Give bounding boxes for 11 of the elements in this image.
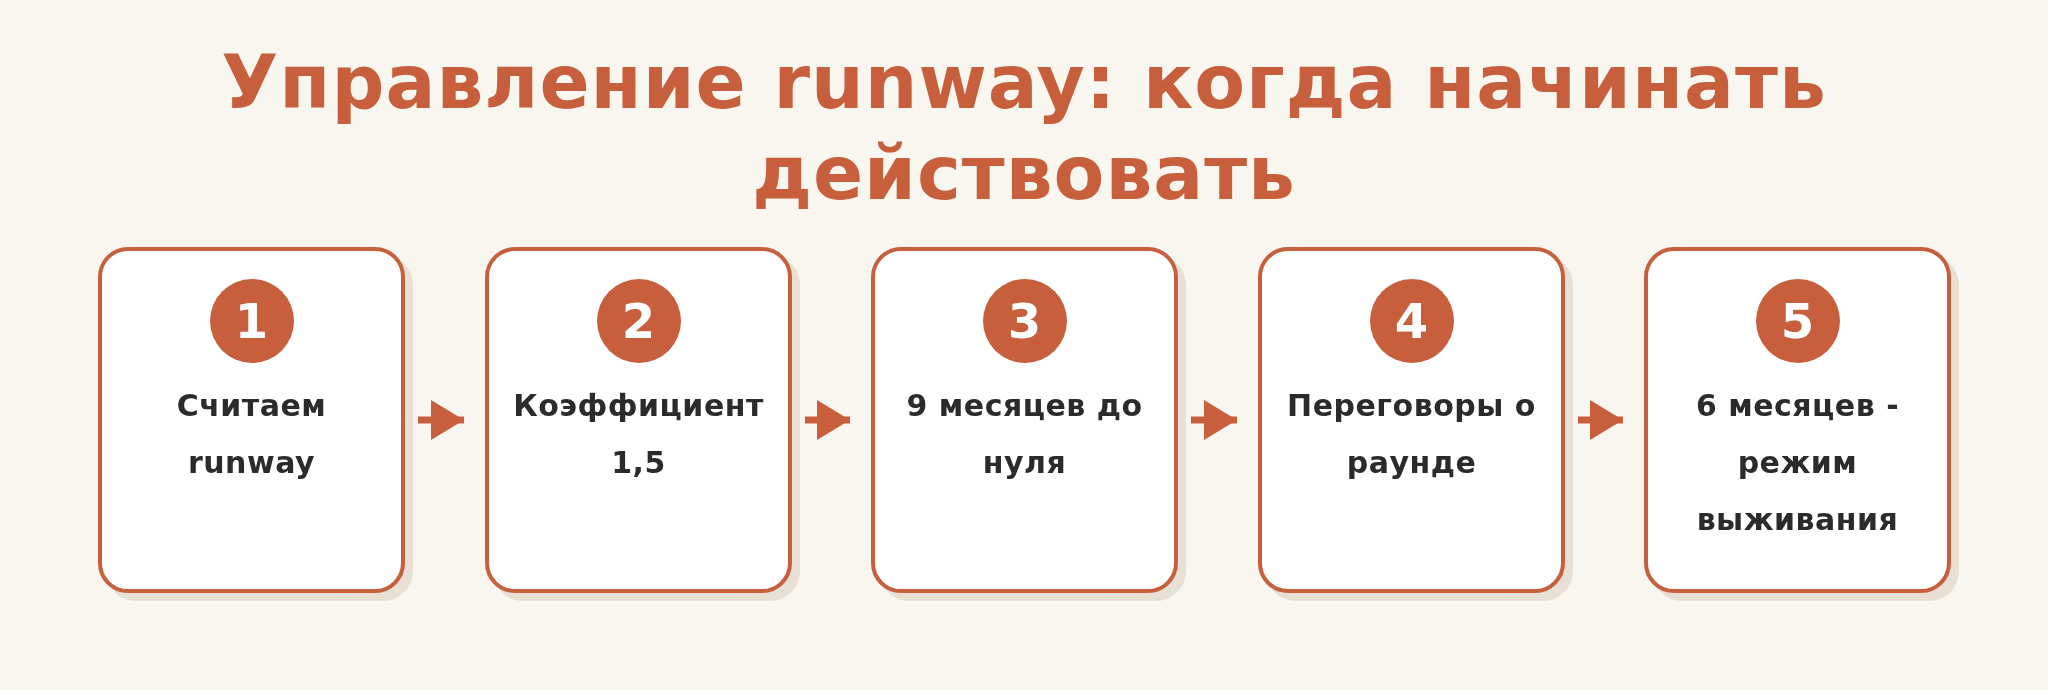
step-number: 2 (596, 279, 681, 363)
step-text: Переговоры о раунде (1286, 387, 1537, 482)
step-number: 1 (209, 279, 294, 363)
step-text: Считаем runway (175, 387, 328, 482)
step-number: 4 (1369, 279, 1454, 363)
step-text: 9 месяцев до нуля (905, 387, 1144, 482)
diagram-title: Управление runway: когда начинать действовать (220, 38, 1828, 218)
step-text: Коэффициент 1,5 (512, 387, 765, 482)
step-text: 6 месяцев - режим выживания (1694, 387, 1901, 539)
step-number: 5 (1755, 279, 1840, 363)
step-number: 3 (982, 279, 1067, 363)
